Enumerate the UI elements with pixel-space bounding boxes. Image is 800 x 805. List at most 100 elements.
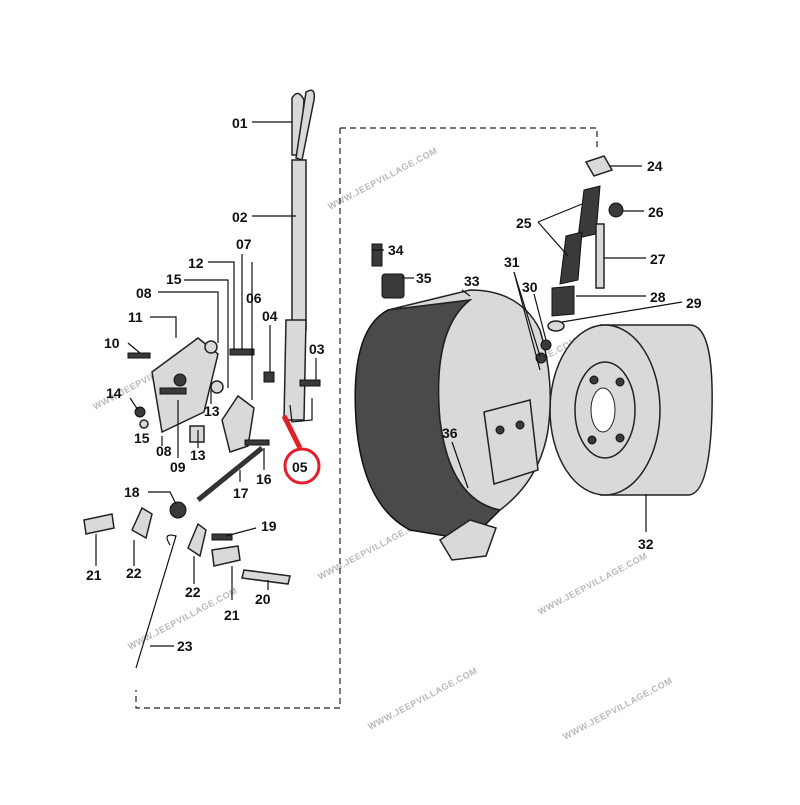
leader-line — [513, 271, 541, 371]
part-number-label: 08 — [136, 285, 152, 301]
yoke — [131, 506, 153, 540]
yoke — [187, 522, 207, 558]
part-number-label: 19 — [261, 518, 277, 534]
clevis-pin — [241, 569, 291, 585]
adjusting-nut — [381, 273, 405, 299]
lever-assembly — [83, 89, 321, 669]
part-number-label: 01 — [232, 115, 248, 131]
clevis-pin — [169, 501, 187, 519]
bolt — [244, 439, 270, 446]
rivet — [515, 420, 525, 430]
drum-bore — [590, 387, 616, 433]
leader-line — [148, 491, 177, 505]
part-number-label: 04 — [262, 308, 278, 324]
dashed-frame — [135, 127, 598, 709]
leader-line — [208, 261, 235, 350]
watermark: WWW.JEEPVILLAGE.COM — [536, 550, 649, 616]
part-number-label: 35 — [416, 270, 432, 286]
highlight-05 — [281, 414, 321, 485]
lever-rod — [291, 159, 307, 331]
part-number-label: 07 — [236, 236, 252, 252]
pin — [299, 379, 321, 387]
drum-bolt-hole — [587, 435, 597, 445]
leader-line — [184, 279, 229, 388]
rivet — [495, 425, 505, 435]
part-number-label: 30 — [522, 279, 538, 295]
bolt — [159, 387, 187, 395]
washer — [204, 340, 218, 354]
drum-bolt-hole — [615, 377, 625, 387]
part-number-label: 05 — [292, 459, 308, 475]
part-number-label: 20 — [255, 591, 271, 607]
part-number-label: 22 — [185, 584, 201, 600]
nut — [540, 339, 552, 351]
watermark: WWW.JEEPVILLAGE.COM — [366, 665, 479, 731]
part-number-label: 11 — [128, 309, 143, 325]
leader-line — [451, 441, 469, 489]
part-number-label: 31 — [504, 254, 520, 270]
part-number-label: 02 — [232, 209, 248, 225]
clevis — [83, 513, 115, 535]
part-number-label: 15 — [166, 271, 182, 287]
lever-grip-head — [295, 89, 316, 161]
lever-lower-body — [283, 319, 307, 421]
leader-line — [225, 527, 257, 537]
part-number-label: 13 — [190, 447, 206, 463]
nut — [535, 352, 547, 364]
drum-bolt-hole — [589, 375, 599, 385]
part-number-label: 24 — [647, 158, 663, 174]
bolt — [211, 533, 233, 541]
leader-line — [561, 301, 683, 323]
nut — [608, 202, 624, 218]
part-number-labels: 01 02 03 04 05 06 07 08 08 09 10 11 12 1… — [86, 115, 702, 654]
leader-line — [461, 289, 471, 297]
anchor-clip — [584, 155, 614, 177]
pivot-plate — [221, 394, 255, 453]
clevis — [211, 545, 241, 567]
highlight-pointer — [281, 414, 303, 450]
bracket-hole — [173, 373, 187, 387]
part-number-label: 09 — [170, 459, 186, 475]
spring — [559, 231, 583, 285]
part-number-label: 10 — [104, 335, 120, 351]
band-anchor — [483, 399, 539, 485]
bolt — [595, 223, 605, 289]
part-number-label: 29 — [686, 295, 702, 311]
part-number-label: 26 — [648, 204, 664, 220]
leader-line — [127, 342, 141, 354]
part-number-label: 13 — [204, 403, 220, 419]
washer — [139, 419, 149, 429]
leader-line — [533, 293, 547, 341]
part-number-label: 03 — [309, 341, 325, 357]
part-number-label: 22 — [126, 565, 142, 581]
part-number-label: 21 — [224, 607, 240, 623]
nut — [263, 371, 275, 383]
washer — [210, 380, 224, 394]
watermark: WWW.JEEPVILLAGE.COM — [561, 675, 674, 741]
part-number-label: 28 — [650, 289, 666, 305]
brake-assembly — [354, 155, 713, 561]
part-number-label: 17 — [233, 485, 249, 501]
part-number-label: 14 — [106, 385, 122, 401]
leader-line — [537, 221, 569, 257]
washer — [547, 320, 565, 332]
long-rod — [135, 534, 177, 669]
cable-rod — [196, 446, 264, 502]
part-number-label: 33 — [464, 273, 480, 289]
bushing — [189, 425, 205, 443]
part-number-label: 27 — [650, 251, 666, 267]
band-bracket — [438, 519, 497, 561]
part-number-label: 12 — [188, 255, 204, 271]
part-number-label: 15 — [134, 430, 150, 446]
part-number-label: 23 — [177, 638, 193, 654]
leader-line — [537, 203, 583, 223]
part-number-label: 21 — [86, 567, 102, 583]
bracket-plate — [151, 337, 219, 434]
part-number-label: 34 — [388, 242, 404, 258]
drum-bolt-hole — [615, 433, 625, 443]
part-number-label: 08 — [156, 443, 172, 459]
part-number-label: 16 — [256, 471, 272, 487]
leader-line — [158, 291, 219, 343]
